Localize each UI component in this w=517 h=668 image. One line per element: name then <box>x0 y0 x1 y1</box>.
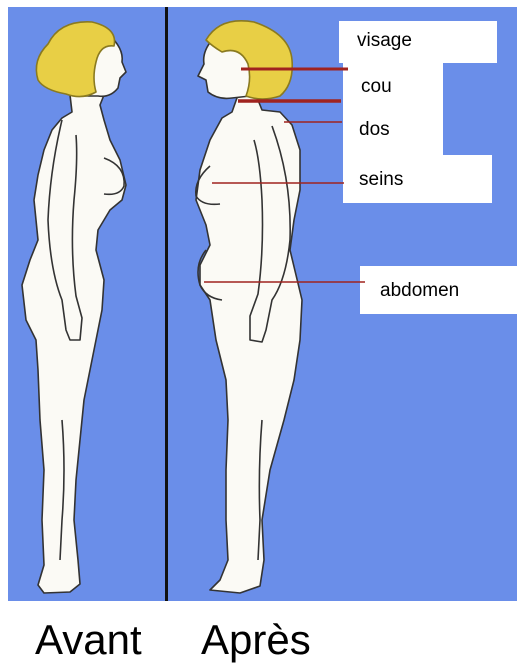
caption-after: Après <box>201 617 311 663</box>
label-seins: seins <box>359 170 403 190</box>
label-abdomen: abdomen <box>380 281 459 301</box>
figure-after-body <box>196 95 302 593</box>
figure-before-body <box>22 95 126 593</box>
label-cou: cou <box>361 77 392 97</box>
figure-before <box>22 22 126 593</box>
caption-before: Avant <box>35 617 142 663</box>
label-box-cou-dos <box>343 63 443 155</box>
figure-after <box>196 21 302 593</box>
label-dos: dos <box>359 120 390 140</box>
label-visage: visage <box>357 31 412 51</box>
